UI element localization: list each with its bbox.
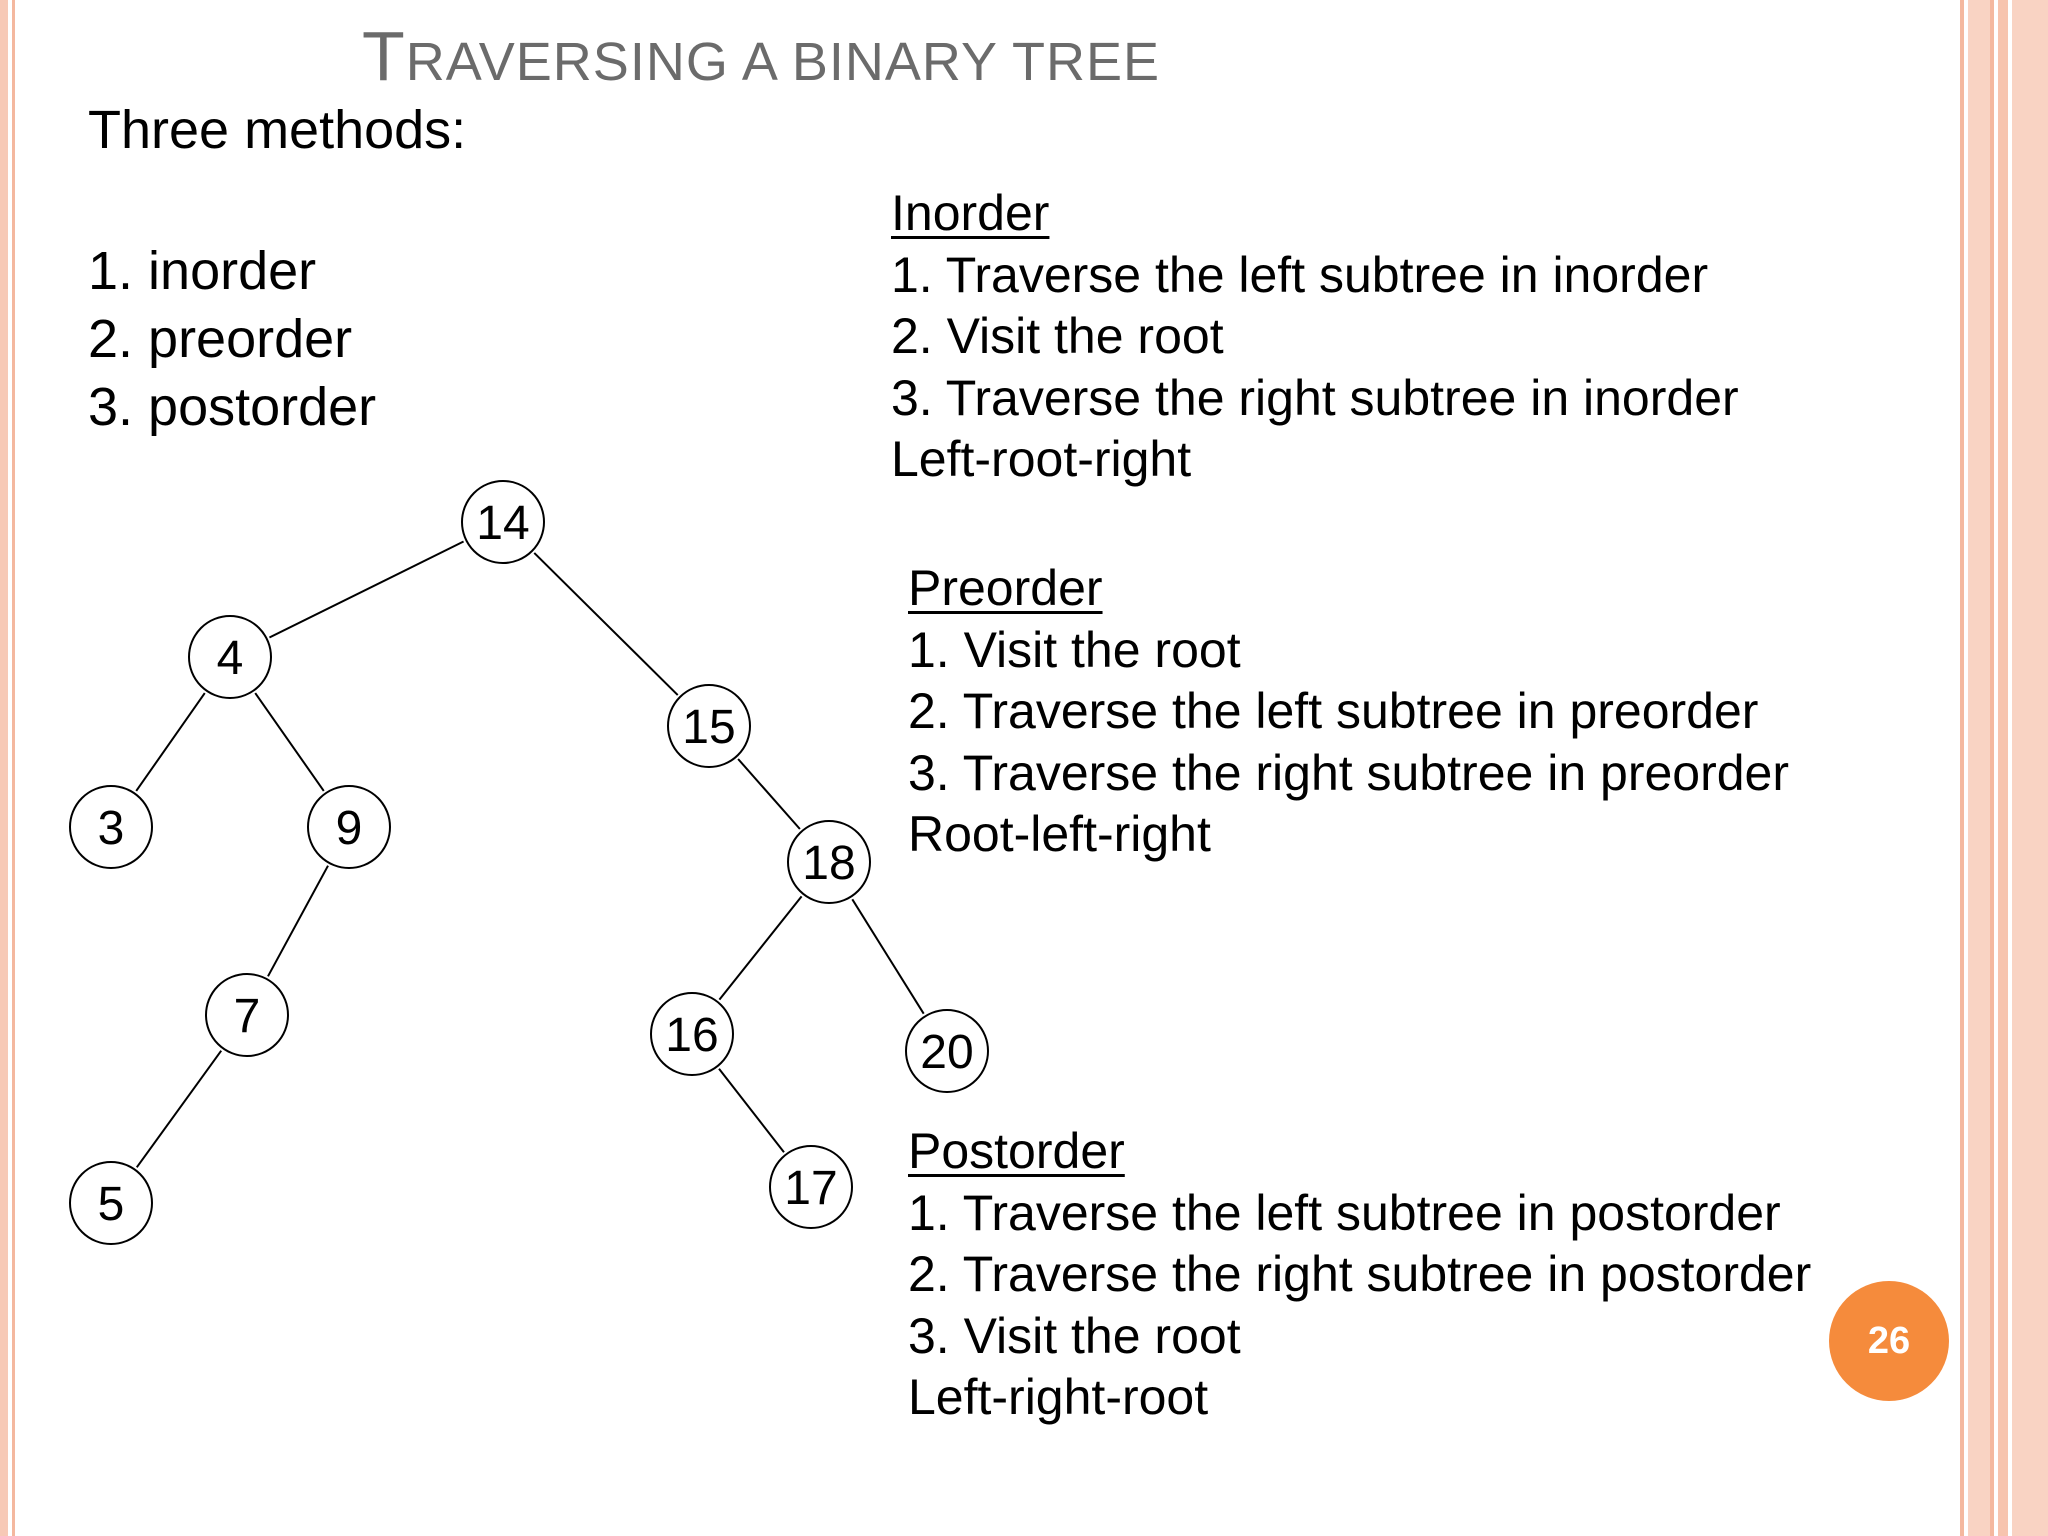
tree-edge-9-7 xyxy=(267,865,329,977)
tree-node-label: 15 xyxy=(682,701,735,754)
postorder-summary: Left-right-root xyxy=(908,1369,1209,1425)
tree-node-label: 14 xyxy=(476,497,529,550)
tree-node-circle xyxy=(69,785,153,869)
tree-node-circle xyxy=(461,480,545,564)
tree-node-15: 15 xyxy=(667,684,751,768)
tree-node-circle xyxy=(769,1145,853,1229)
inorder-step: 2. Visit the root xyxy=(891,308,1224,364)
tree-edge-14-15 xyxy=(533,552,679,696)
postorder-step: 1. Traverse the left subtree in postorde… xyxy=(908,1184,1781,1241)
preorder-summary: Root-left-right xyxy=(908,806,1211,862)
right-stripe-3 xyxy=(1990,0,1994,1536)
tree-node-14: 14 xyxy=(461,480,545,564)
inorder-summary: Left-root-right xyxy=(891,431,1192,487)
tree-node-5: 5 xyxy=(69,1161,153,1245)
right-stripe-1 xyxy=(1960,0,1964,1536)
tree-node-16: 16 xyxy=(650,992,734,1076)
slide-title: Traversing a binary tree xyxy=(362,16,1160,96)
title-first-letter: T xyxy=(362,17,406,95)
tree-node-7: 7 xyxy=(205,973,289,1057)
tree-node-label: 16 xyxy=(665,1009,718,1062)
postorder-block: Postorder 1. Traverse the left subtree i… xyxy=(908,1121,1811,1429)
tree-node-4: 4 xyxy=(188,615,272,699)
methods-list: 1. inorder 2. preorder 3. postorder xyxy=(88,237,376,441)
tree-node-circle xyxy=(905,1009,989,1093)
preorder-step: 2. Traverse the left subtree in preorder xyxy=(908,683,1759,739)
tree-node-20: 20 xyxy=(905,1009,989,1093)
method-item: 1. inorder xyxy=(88,241,317,301)
tree-edge-7-5 xyxy=(135,1050,223,1168)
tree-edge-4-3 xyxy=(135,692,206,792)
tree-node-18: 18 xyxy=(787,820,871,904)
tree-node-label: 3 xyxy=(98,802,125,855)
right-stripe-5 xyxy=(2012,0,2048,1536)
tree-node-circle xyxy=(307,785,391,869)
tree-node-circle xyxy=(787,820,871,904)
tree-edge-14-4 xyxy=(268,540,465,639)
tree-edge-18-20 xyxy=(851,898,925,1015)
tree-node-circle xyxy=(188,615,272,699)
method-item: 2. preorder xyxy=(88,309,353,369)
preorder-step: 3. Traverse the right subtree in preorde… xyxy=(908,744,1790,801)
tree-node-label: 17 xyxy=(784,1162,837,1215)
intro-heading: Three methods: xyxy=(88,100,467,160)
preorder-heading: Preorder xyxy=(908,560,1103,616)
tree-node-label: 9 xyxy=(336,802,363,855)
tree-node-label: 5 xyxy=(98,1178,125,1231)
tree-node-label: 7 xyxy=(234,990,261,1043)
right-stripe-4 xyxy=(1998,0,2008,1536)
tree-edge-4-9 xyxy=(254,692,325,792)
preorder-step: 1. Visit the root xyxy=(908,621,1241,678)
page-number-badge: 26 xyxy=(1829,1281,1949,1401)
left-stripe xyxy=(0,0,8,1536)
tree-node-circle xyxy=(69,1161,153,1245)
inorder-step: 1. Traverse the left subtree in inorder xyxy=(891,246,1709,303)
postorder-heading: Postorder xyxy=(908,1123,1125,1179)
tree-node-3: 3 xyxy=(69,785,153,869)
tree-node-circle xyxy=(667,684,751,768)
inorder-heading: Inorder xyxy=(891,185,1050,241)
method-item: 3. postorder xyxy=(88,377,377,437)
preorder-block: Preorder 1. Visit the root 2. Traverse t… xyxy=(908,558,1789,866)
right-stripe-2 xyxy=(1968,0,1990,1536)
tree-node-circle xyxy=(205,973,289,1057)
inorder-step: 3. Traverse the right subtree in inorder xyxy=(891,369,1739,426)
left-stripe-thin xyxy=(12,0,15,1536)
postorder-step: 3. Visit the root xyxy=(908,1307,1241,1364)
tree-node-label: 18 xyxy=(802,837,855,890)
tree-edge-15-18 xyxy=(737,758,801,830)
tree-edge-18-16 xyxy=(718,895,803,1001)
title-rest: raversing a binary tree xyxy=(405,32,1161,92)
tree-node-circle xyxy=(650,992,734,1076)
tree-edge-16-17 xyxy=(718,1068,785,1153)
tree-node-label: 4 xyxy=(217,632,244,685)
inorder-block: Inorder 1. Traverse the left subtree in … xyxy=(891,183,1739,491)
postorder-step: 2. Traverse the right subtree in postord… xyxy=(908,1246,1812,1302)
tree-node-17: 17 xyxy=(769,1145,853,1229)
tree-node-label: 20 xyxy=(920,1026,973,1079)
tree-node-9: 9 xyxy=(307,785,391,869)
